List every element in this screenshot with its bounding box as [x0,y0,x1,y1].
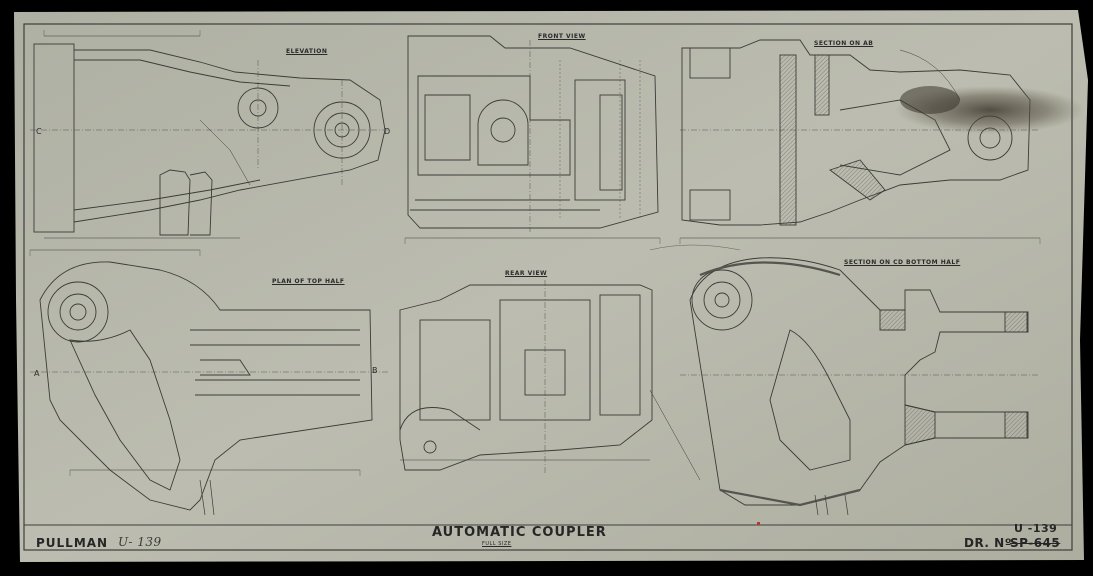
section-mark-b: B [372,366,378,375]
section-ab-title: SECTION ON AB [814,40,874,47]
drawing-scale: FULL SIZE [482,541,512,547]
elevation-view [30,35,390,239]
drawing-number-label: DR. Nº [964,536,1012,550]
section-cd-title: SECTION ON CD BOTTOM HALF [844,259,961,266]
elevation-title: ELEVATION [286,48,328,55]
drawing-border [23,23,1073,551]
drawing-number-new: U -139 [1014,522,1058,535]
section-ab-view [680,39,1040,239]
rear-view-title: REAR VIEW [505,270,548,277]
plan-top-half-view [30,249,390,516]
section-mark-d: D [384,127,391,136]
dimension-lines [29,30,1041,476]
front-view-title: FRONT VIEW [538,33,586,40]
front-view [405,35,660,239]
rear-view [399,280,653,475]
section-mark-c: C [36,127,43,136]
drawing-title: AUTOMATIC COUPLER [432,525,607,540]
drawing-number-old: SP-645 [1010,536,1061,550]
handwritten-ref: U- 139 [118,535,162,549]
section-cd-view [649,257,1040,516]
paper-sheet [14,10,1088,562]
maker-name: PULLMAN [36,536,109,550]
section-mark-a: A [34,369,40,378]
plan-top-half-title: PLAN OF TOP HALF [272,278,345,285]
